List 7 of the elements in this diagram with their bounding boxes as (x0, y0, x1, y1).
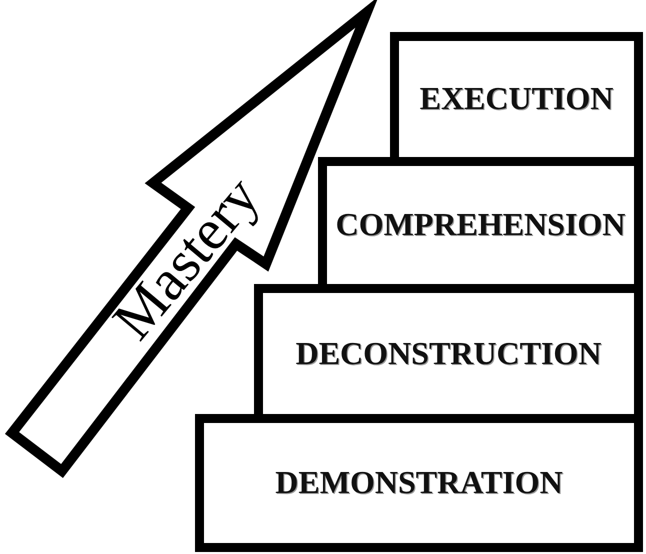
step-box (390, 32, 643, 157)
step-box (195, 414, 643, 552)
step-label: DECONSTRUCTION (296, 336, 602, 372)
step-box (318, 157, 643, 284)
step-label: DEMONSTRATION (275, 465, 563, 501)
step-label: EXECUTION (420, 81, 614, 117)
step-label: COMPREHENSION (336, 207, 626, 243)
